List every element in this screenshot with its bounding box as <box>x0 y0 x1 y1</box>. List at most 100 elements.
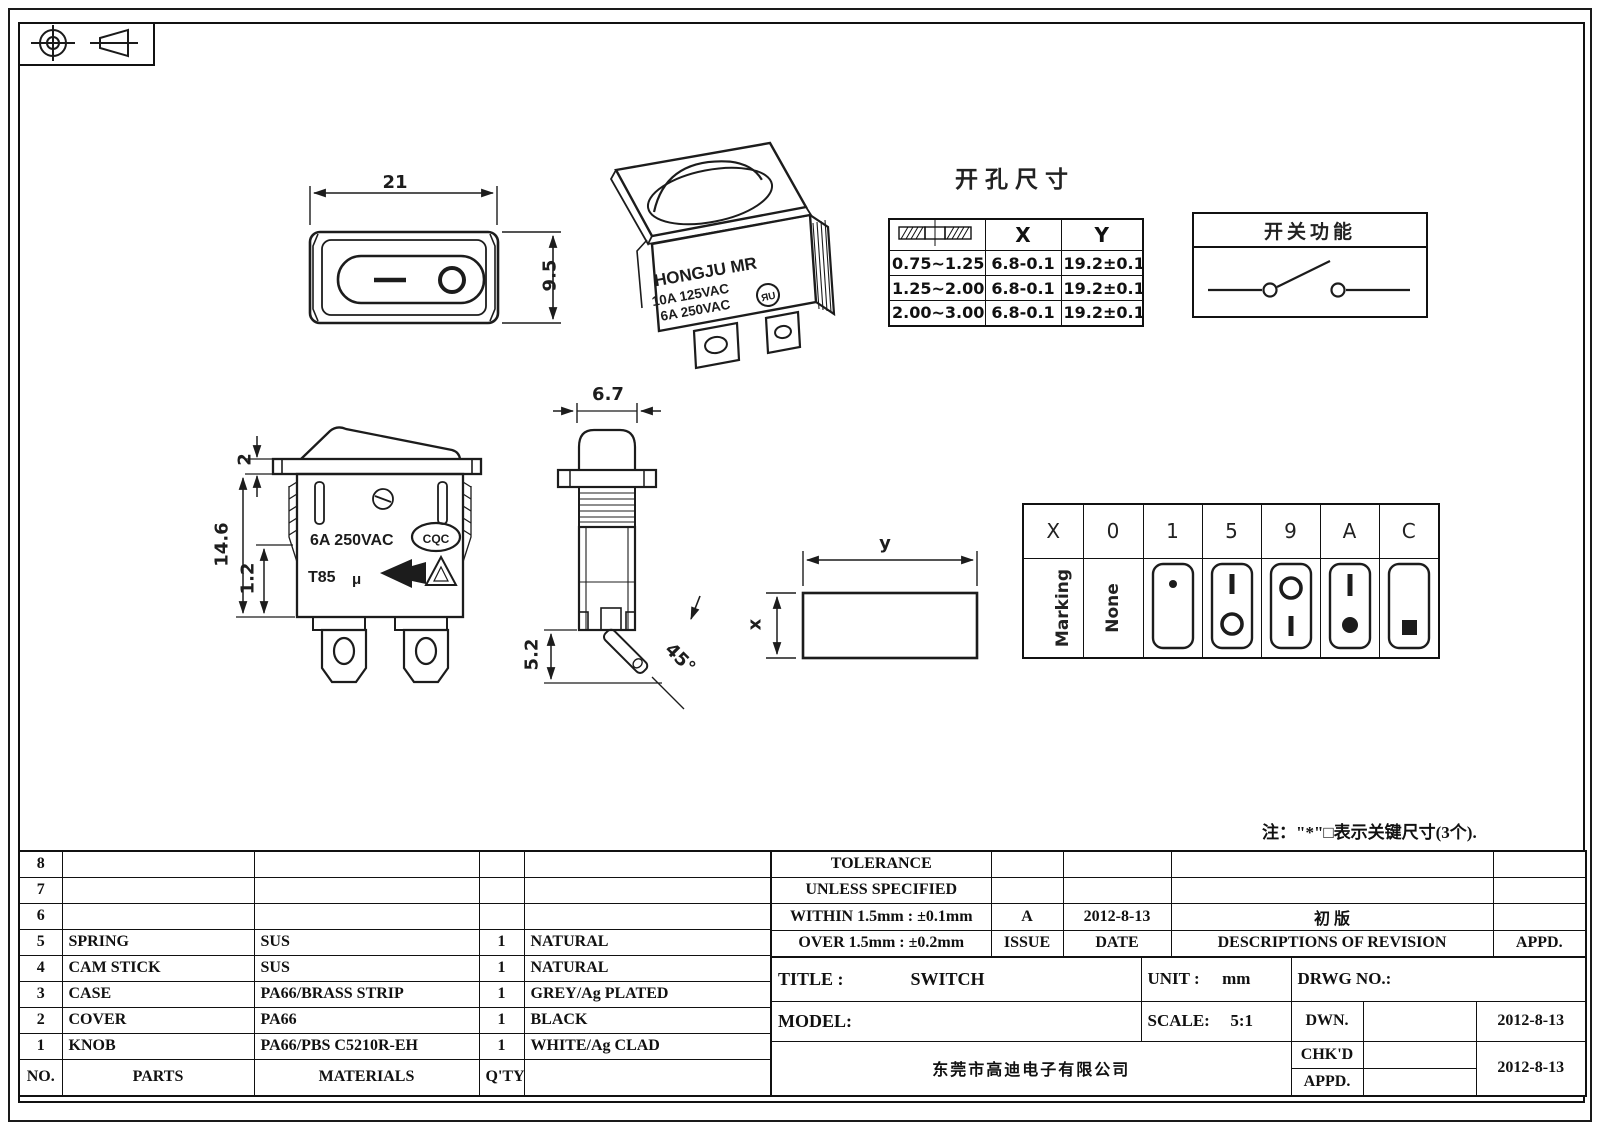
marking-none-cell: None <box>1082 557 1144 659</box>
part-name <box>61 902 255 930</box>
part-qty: 1 <box>478 1032 525 1060</box>
title-block-table: TITLE : SWITCH UNIT : mm DRWG NO.: MODEL… <box>770 956 1587 1097</box>
part-no: 2 <box>18 1006 63 1034</box>
part-qty <box>478 850 525 878</box>
dim-front-height: 9.5 <box>539 259 561 292</box>
marking-header-1: 1 <box>1142 503 1203 559</box>
panel-thickness-icon <box>898 220 972 246</box>
marking-bar-circle-icon <box>1210 562 1253 649</box>
marking-header-9: 9 <box>1260 503 1321 559</box>
dim-front-width: 21 <box>382 172 408 193</box>
switch-function-box: 开关功能 <box>1192 212 1428 318</box>
unit-value: mm <box>1222 969 1251 989</box>
unit-label: UNIT : <box>1147 969 1200 989</box>
revision-description-value: 初 版 <box>1170 902 1494 931</box>
part-qty <box>478 902 525 930</box>
parts-footer-parts: PARTS <box>61 1058 255 1097</box>
switch-function-title: 开关功能 <box>1194 214 1426 248</box>
tolerance-revision-table: TOLERANCE UNLESS SPECIFIED WITHIN 1.5mm … <box>770 850 1587 958</box>
part-color: NATURAL <box>523 954 772 982</box>
revision-description-label: DESCRIPTIONS OF REVISION <box>1170 929 1494 958</box>
marking-square-icon <box>1387 562 1430 649</box>
part-color <box>523 850 772 878</box>
part-material <box>253 850 480 878</box>
part-qty <box>478 876 525 904</box>
marking-circle-bar-icon <box>1269 562 1312 649</box>
marking-table: X 0 1 5 9 A C Marking None <box>1022 503 1440 659</box>
parts-footer-no: NO. <box>18 1058 63 1097</box>
parts-footer-color <box>523 1058 772 1097</box>
unit-cell: UNIT : mm <box>1140 956 1292 1002</box>
part-material <box>253 902 480 930</box>
part-qty: 1 <box>478 980 525 1008</box>
parts-footer-qty: Q'TY <box>478 1058 525 1097</box>
marking-header-0: 0 <box>1082 503 1144 559</box>
part-color: NATURAL <box>523 928 772 956</box>
projection-symbol-box <box>18 22 155 66</box>
dim-flange-thickness: 2 <box>234 453 256 466</box>
part-material: PA66 <box>253 1006 480 1034</box>
part-no: 8 <box>18 850 63 878</box>
part-name <box>61 876 255 904</box>
tolerance-over: OVER 1.5mm : ±0.2mm <box>770 929 992 958</box>
hole-size-table: X Y 0.75~1.25 6.8-0.1 19.2±0.1 1.25~2.00… <box>888 218 1144 327</box>
part-no: 4 <box>18 954 63 982</box>
parts-footer-materials: MATERIALS <box>253 1058 480 1097</box>
dwn-label: DWN. <box>1290 1000 1364 1042</box>
part-name <box>61 850 255 878</box>
dim-terminal-length: 5.2 <box>521 638 543 671</box>
dim-body-height: 14.6 <box>211 522 233 567</box>
marking-icon-9-cell <box>1260 557 1321 659</box>
chkd-label: CHK'D <box>1290 1040 1364 1069</box>
parts-table: 8 7 6 5 SPRING SUS 1 NATURAL <box>18 850 772 1097</box>
marking-bar-dot-icon <box>1328 562 1371 649</box>
first-angle-projection-icon <box>99 28 129 58</box>
title-cell: TITLE : SWITCH <box>770 956 1142 1002</box>
marking-dot-top-icon <box>1151 562 1194 649</box>
part-no: 3 <box>18 980 63 1008</box>
part-name: KNOB <box>61 1032 255 1060</box>
part-color: WHITE/Ag CLAD <box>523 1032 772 1060</box>
drwg-no-cell: DRWG NO.: <box>1290 956 1587 1002</box>
marking-icon-5-cell <box>1201 557 1262 659</box>
part-name: COVER <box>61 1006 255 1034</box>
revision-date-label: DATE <box>1062 929 1172 958</box>
outer-border <box>8 8 1592 1122</box>
inner-border <box>18 22 1585 1103</box>
spst-switch-symbol <box>1208 260 1410 298</box>
hole-row-thickness: 0.75~1.25 <box>888 250 986 276</box>
tolerance-line1: TOLERANCE <box>770 850 992 878</box>
marking-label: Marking <box>1053 568 1074 647</box>
revision-issue-label: ISSUE <box>990 929 1064 958</box>
part-color: GREY/Ag PLATED <box>523 980 772 1008</box>
hole-row-x: 6.8-0.1 <box>984 275 1062 301</box>
part-color <box>523 876 772 904</box>
tolerance-line2: UNLESS SPECIFIED <box>770 876 992 904</box>
part-color <box>523 902 772 930</box>
hole-row-y: 19.2±0.1 <box>1060 250 1144 276</box>
title-value: SWITCH <box>910 968 985 989</box>
part-material: SUS <box>253 928 480 956</box>
hole-table-title: 开孔尺寸 <box>955 166 1075 192</box>
part-qty: 1 <box>478 928 525 956</box>
marking-header-5: 5 <box>1201 503 1262 559</box>
dim-cutout-y: y <box>879 533 891 554</box>
hole-row-thickness: 1.25~2.00 <box>888 275 986 301</box>
marking-icon-c-cell <box>1378 557 1440 659</box>
dwn-date: 2012-8-13 <box>1475 1000 1587 1042</box>
hole-row-y: 19.2±0.1 <box>1060 300 1144 326</box>
part-qty: 1 <box>478 954 525 982</box>
part-material: PA66/BRASS STRIP <box>253 980 480 1008</box>
part-no: 6 <box>18 902 63 930</box>
appd-signature <box>1362 1067 1477 1097</box>
revision-issue-value: A <box>990 902 1064 931</box>
marking-label-cell: Marking <box>1022 557 1084 659</box>
tolerance-within: WITHIN 1.5mm : ±0.1mm <box>770 902 992 931</box>
title-label: TITLE : <box>778 968 844 989</box>
dim-end-width: 6.7 <box>592 384 624 405</box>
hole-col-x: X <box>984 218 1062 251</box>
panel-thickness-symbol-cell <box>888 218 986 251</box>
marking-header-a: A <box>1319 503 1380 559</box>
part-name: CAM STICK <box>61 954 255 982</box>
